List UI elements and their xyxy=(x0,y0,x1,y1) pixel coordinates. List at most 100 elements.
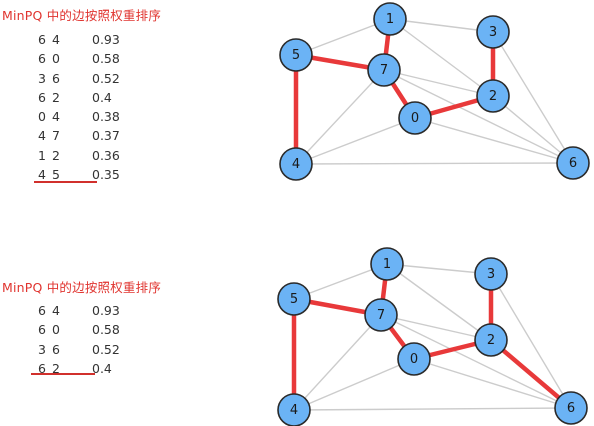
graph-edge-4-7 xyxy=(293,314,382,411)
graph-edge-7-6 xyxy=(380,314,572,409)
edge-v: 6 xyxy=(38,89,46,105)
edge-w: 4 xyxy=(52,32,60,47)
node-label: 3 xyxy=(489,25,497,40)
node-circle xyxy=(367,53,401,87)
node-circle xyxy=(474,323,508,357)
graph-node-6: 6 xyxy=(556,146,590,180)
edge-weight: 0.4 xyxy=(92,89,112,105)
edge-weight: 0.52 xyxy=(92,341,120,357)
edge-weight: 0.93 xyxy=(92,32,120,47)
graph-edge-4-7 xyxy=(295,69,385,165)
node-circle xyxy=(279,38,313,72)
node-label: 3 xyxy=(487,267,495,282)
node-circle xyxy=(476,15,510,49)
graph-edge-2-6 xyxy=(492,95,574,164)
graph-edge-7-2 xyxy=(383,69,494,97)
graph-node-0: 0 xyxy=(397,342,431,376)
node-circle xyxy=(277,393,311,426)
edge-v: 6 xyxy=(38,51,46,67)
edge-v: 3 xyxy=(38,70,46,86)
edge-w: 4 xyxy=(52,303,60,318)
edge-w: 0 xyxy=(52,322,60,338)
node-label: 6 xyxy=(569,156,577,171)
graph-edge-3-6 xyxy=(490,273,572,409)
node-label: 2 xyxy=(487,333,495,348)
edge-weight: 0.4 xyxy=(92,360,112,376)
edge-v: 6 xyxy=(38,360,46,376)
graph-node-3: 3 xyxy=(474,257,508,291)
edge-w: 5 xyxy=(52,167,60,183)
panel-2-heading: MinPQ 中的边按照权重排序 xyxy=(2,280,162,295)
graph-node-6: 6 xyxy=(554,391,588,425)
graph-edge-0-6 xyxy=(414,117,574,164)
graph-node-5: 5 xyxy=(279,38,313,72)
node-label: 0 xyxy=(410,352,418,367)
node-circle xyxy=(397,342,431,376)
node-circle xyxy=(370,247,404,281)
graph-node-4: 4 xyxy=(277,393,311,426)
node-label: 4 xyxy=(290,403,298,418)
node-circle xyxy=(476,79,510,113)
edge-w: 2 xyxy=(52,147,60,163)
edge-weight: 0.35 xyxy=(92,167,120,183)
edge-w: 2 xyxy=(52,89,60,105)
graph-edge-1-2 xyxy=(389,18,494,97)
edge-w: 7 xyxy=(52,128,60,144)
node-circle xyxy=(554,391,588,425)
graph-node-7: 7 xyxy=(367,53,401,87)
graph-node-5: 5 xyxy=(277,282,311,316)
graph-edge-1-3 xyxy=(389,18,494,33)
panel-1-min-edge-underline xyxy=(34,181,97,183)
node-circle xyxy=(364,298,398,332)
tree-edge-2-6 xyxy=(488,337,574,411)
edge-w: 6 xyxy=(52,341,60,357)
edge-v: 6 xyxy=(38,32,46,47)
graph-edge-7-6 xyxy=(383,69,574,164)
graph-edge-4-6 xyxy=(293,407,572,411)
edge-v: 1 xyxy=(38,147,46,163)
node-circle xyxy=(556,146,590,180)
edge-v: 0 xyxy=(38,109,46,125)
node-circle xyxy=(474,257,508,291)
graph-edge-4-6 xyxy=(295,162,574,165)
graph-edge-7-2 xyxy=(380,314,492,341)
node-circle xyxy=(373,2,407,36)
node-label: 0 xyxy=(411,111,419,126)
node-circle xyxy=(277,282,311,316)
graph-node-2: 2 xyxy=(476,79,510,113)
graph-edge-0-6 xyxy=(413,358,572,409)
node-label: 5 xyxy=(290,292,298,307)
edge-v: 4 xyxy=(38,167,46,183)
node-label: 5 xyxy=(292,48,300,63)
node-label: 7 xyxy=(377,308,385,323)
node-circle xyxy=(398,101,432,135)
node-label: 1 xyxy=(383,257,391,272)
node-label: 1 xyxy=(386,12,394,27)
panel-2-graph: 0 1 2 3 4 5 6 7 xyxy=(277,247,588,426)
edge-weight: 0.58 xyxy=(92,322,120,338)
graph-node-7: 7 xyxy=(364,298,398,332)
graph-node-1: 1 xyxy=(373,2,407,36)
graph-edge-4-0 xyxy=(293,358,415,411)
node-label: 2 xyxy=(489,89,497,104)
edge-weight: 0.52 xyxy=(92,70,120,86)
edge-w: 0 xyxy=(52,51,60,67)
edge-v: 4 xyxy=(38,128,46,144)
panel-2-min-edge-underline xyxy=(31,373,95,375)
graph-node-0: 0 xyxy=(398,101,432,135)
